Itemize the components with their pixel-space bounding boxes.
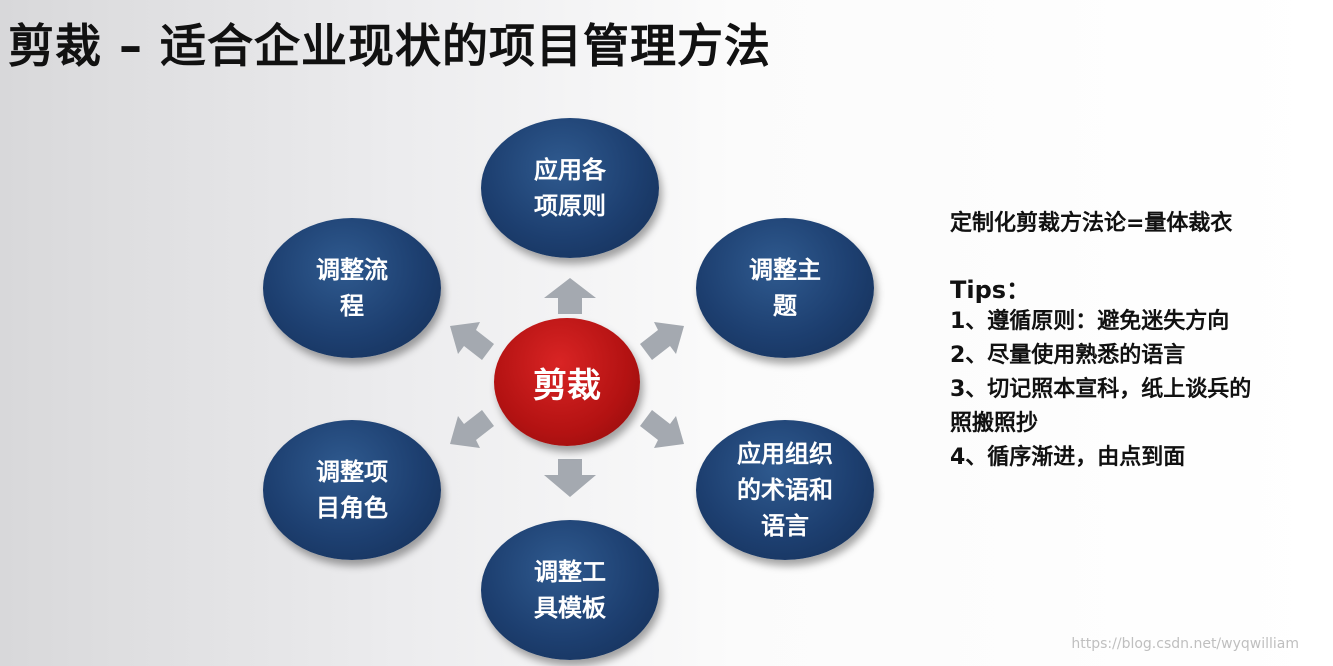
node-label: 应用组织 的术语和 语言 [737,440,833,540]
node-label: 调整流 程 [316,256,388,320]
tip-line: 1、遵循原则：避免迷失方向 [950,309,1230,334]
tip-line: 4、循序渐进，由点到面 [950,445,1186,470]
node-adjust-project-roles: 调整项 目角色 [263,420,441,560]
tip-line: 2、尽量使用熟悉的语言 [950,343,1186,368]
node-adjust-tool-templates: 调整工 具模板 [481,520,659,660]
info-heading: 定制化剪裁方法论=量体裁衣 [950,211,1233,236]
node-label: 调整主 题 [749,256,821,320]
arrow-lower-right-icon [640,410,684,448]
node-adjust-processes: 调整流 程 [263,218,441,358]
arrow-lower-left-icon [450,410,494,448]
node-apply-principles: 应用各 项原则 [481,118,659,258]
node-apply-org-terms: 应用组织 的术语和 语言 [696,420,874,560]
tip-line: 3、切记照本宣科，纸上谈兵的 [950,377,1252,402]
arrow-upper-left-icon [450,322,494,360]
arrow-upper-right-icon [640,322,684,360]
node-label: 调整工 具模板 [534,558,606,622]
center-node-tailoring: 剪裁 [494,318,640,446]
node-adjust-themes: 调整主 题 [696,218,874,358]
node-label: 调整项 目角色 [316,458,388,522]
tip-line: 照搬照抄 [950,411,1039,436]
watermark: https://blog.csdn.net/wyqwilliam [1071,636,1299,652]
node-label: 应用各 项原则 [534,156,606,220]
center-node-label: 剪裁 [533,365,601,406]
info-panel: 定制化剪裁方法论=量体裁衣 Tips： 1、遵循原则：避免迷失方向 2、尽量使用… [950,205,1330,475]
arrow-up-icon [544,278,596,314]
tips-label: Tips： [950,276,1031,304]
arrow-down-icon [544,459,596,497]
slide-title: 剪裁 – 适合企业现状的项目管理方法 [8,19,772,73]
